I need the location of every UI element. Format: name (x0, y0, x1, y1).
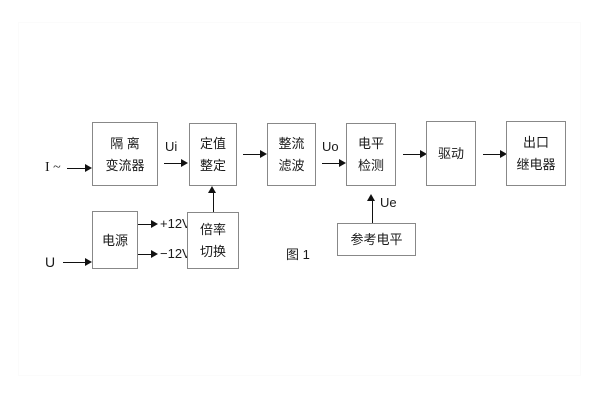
connector-rail-positive (138, 224, 151, 225)
block-level-detect-line2: 检测 (357, 158, 384, 173)
block-output-relay-line1: 出口 (522, 135, 549, 150)
block-isolation-ct-line2: 变流器 (105, 157, 145, 173)
block-rectify-filter[interactable]: 整流 滤波 (267, 123, 316, 186)
connector-rail-negative (138, 254, 151, 255)
arrowhead-current-to-isolation (85, 163, 92, 172)
block-rectify-filter-line2: 滤波 (278, 158, 305, 173)
block-level-detect-line1: 电平 (357, 136, 384, 151)
block-range-switch-line1: 倍率 (199, 222, 226, 237)
arrowhead-setting-to-rectify (260, 149, 267, 158)
block-setting-value-line1: 定值 (199, 136, 226, 151)
connector-level-to-drive (403, 154, 420, 155)
arrowhead-rail-positive (151, 219, 158, 228)
block-isolation-ct-line1: 隔 离 (110, 135, 140, 151)
connector-current-to-isolation (67, 168, 85, 169)
block-range-switch[interactable]: 倍率 切换 (187, 212, 239, 269)
label-uo: Uo (322, 139, 339, 154)
label-current-input: I ~ (45, 160, 61, 175)
connector-rectify-to-level (322, 163, 339, 164)
connector-isolation-to-setting (164, 163, 181, 164)
arrowhead-rail-negative (151, 249, 158, 258)
block-reference-level[interactable]: 参考电平 (337, 223, 416, 256)
block-reference-level-line1: 参考电平 (350, 232, 403, 247)
arrowhead-level-to-drive (420, 149, 427, 158)
label-rail-negative: −12V (160, 246, 191, 261)
label-ue: Ue (380, 195, 397, 210)
block-power-supply-line1: 电源 (101, 232, 128, 248)
label-ui: Ui (165, 139, 178, 154)
block-setting-value-line2: 整定 (199, 158, 226, 173)
block-rectify-filter-line1: 整流 (278, 136, 305, 151)
arrowhead-isolation-to-setting (181, 158, 188, 167)
label-voltage-input: U (45, 254, 56, 270)
block-setting-value[interactable]: 定值 整定 (189, 123, 237, 186)
block-output-relay-line2: 继电器 (516, 157, 556, 172)
arrowhead-range-to-setting (208, 186, 216, 193)
arrowhead-rectify-to-level (339, 158, 346, 167)
block-isolation-ct[interactable]: 隔 离 变流器 (92, 122, 158, 186)
diagram-frame: I ~ 隔 离 变流器 Ui 定值 整定 整流 滤波 Uo (18, 22, 581, 376)
label-rail-positive: +12V (160, 216, 191, 231)
arrowhead-voltage-to-power (85, 257, 92, 266)
connector-drive-to-relay (483, 154, 500, 155)
block-drive-line1: 驱动 (437, 146, 464, 161)
arrowhead-reference-to-level (367, 194, 375, 201)
block-power-supply[interactable]: 电源 (92, 211, 138, 269)
block-output-relay[interactable]: 出口 继电器 (506, 121, 566, 186)
connector-voltage-to-power (63, 262, 85, 263)
arrowhead-drive-to-relay (500, 149, 507, 158)
connector-range-to-setting (212, 193, 214, 212)
block-level-detect[interactable]: 电平 检测 (346, 123, 396, 186)
block-range-switch-line2: 切换 (199, 244, 226, 259)
figure-caption: 图 1 (286, 247, 310, 262)
connector-reference-to-level (371, 201, 373, 223)
block-drive[interactable]: 驱动 (426, 121, 476, 186)
connector-setting-to-rectify (243, 154, 260, 155)
